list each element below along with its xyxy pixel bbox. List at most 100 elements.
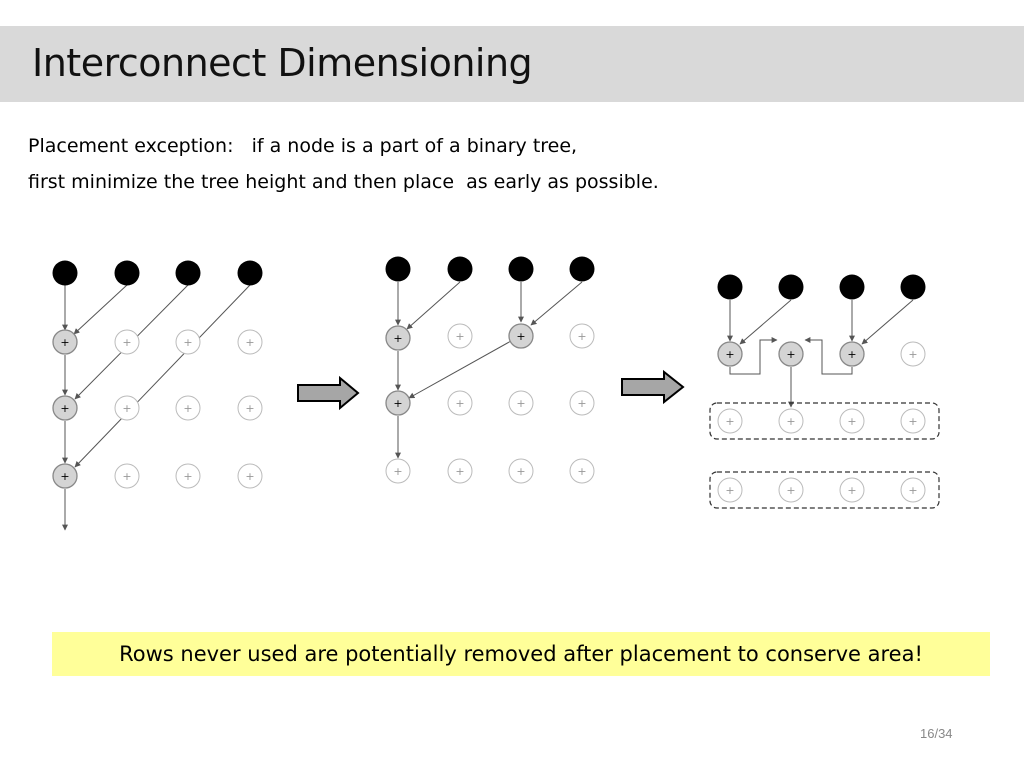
unused-adder-node xyxy=(175,463,201,489)
input-node xyxy=(114,260,140,286)
svg-text:+: + xyxy=(725,415,734,428)
svg-text:+: + xyxy=(908,348,917,361)
stage-3-inputs xyxy=(717,274,926,300)
input-node xyxy=(900,274,926,300)
unused-adder-node xyxy=(385,458,411,484)
svg-text:+: + xyxy=(122,336,131,349)
svg-text:+: + xyxy=(393,332,402,345)
svg-text:+: + xyxy=(516,397,525,410)
page-number: 16/34 xyxy=(920,726,953,741)
svg-text:+: + xyxy=(60,336,69,349)
svg-text:+: + xyxy=(183,402,192,415)
unused-adder-node xyxy=(900,477,926,503)
svg-text:+: + xyxy=(183,336,192,349)
description-line-1: Placement exception: if a node is a part… xyxy=(28,135,578,157)
unused-adder-node xyxy=(778,477,804,503)
svg-text:+: + xyxy=(455,330,464,343)
input-node xyxy=(385,256,411,282)
used-adder-node xyxy=(508,323,534,349)
unused-adder-node xyxy=(839,477,865,503)
unused-adder-node xyxy=(175,395,201,421)
unused-adder-node xyxy=(900,341,926,367)
input-node xyxy=(839,274,865,300)
stage-1-adders: + + + + + + + + + + + + xyxy=(52,329,263,489)
svg-text:+: + xyxy=(786,348,795,361)
routed-wire-left xyxy=(729,337,778,375)
svg-text:+: + xyxy=(60,402,69,415)
svg-text:+: + xyxy=(245,336,254,349)
stage-3-adders: + + + + + + + + + + + + xyxy=(709,341,940,509)
svg-text:+: + xyxy=(847,348,856,361)
svg-text:+: + xyxy=(455,397,464,410)
used-adder-node xyxy=(385,390,411,416)
unused-adder-node xyxy=(900,408,926,434)
input-node xyxy=(175,260,201,286)
svg-text:+: + xyxy=(847,484,856,497)
svg-text:+: + xyxy=(577,397,586,410)
svg-text:+: + xyxy=(577,465,586,478)
svg-text:+: + xyxy=(725,348,734,361)
svg-text:+: + xyxy=(577,330,586,343)
used-adder-node xyxy=(52,395,78,421)
unused-adder-node xyxy=(114,329,140,355)
input-node xyxy=(569,256,595,282)
slide-title: Interconnect Dimensioning xyxy=(32,41,533,85)
svg-text:+: + xyxy=(455,465,464,478)
input-node xyxy=(717,274,743,300)
svg-text:+: + xyxy=(245,470,254,483)
unused-adder-node xyxy=(569,323,595,349)
unused-adder-node xyxy=(569,458,595,484)
stage-1-edges xyxy=(62,284,251,531)
svg-text:+: + xyxy=(393,465,402,478)
input-node xyxy=(447,256,473,282)
svg-text:+: + xyxy=(122,402,131,415)
input-node xyxy=(52,260,78,286)
stage-2-adders: + + + + + + + + + + + + xyxy=(385,323,595,484)
used-adder-node xyxy=(52,329,78,355)
unused-adder-node xyxy=(237,329,263,355)
unused-adder-node xyxy=(237,463,263,489)
highlight-note: Rows never used are potentially removed … xyxy=(52,632,990,676)
svg-text:+: + xyxy=(908,415,917,428)
stage-3-edges xyxy=(727,299,914,408)
unused-adder-node xyxy=(508,458,534,484)
unused-adder-node xyxy=(839,408,865,434)
routed-wire-right xyxy=(804,337,853,375)
input-node xyxy=(778,274,804,300)
svg-text:+: + xyxy=(908,484,917,497)
removable-row-box xyxy=(709,471,940,509)
unused-adder-node xyxy=(237,395,263,421)
stage-2-edges xyxy=(395,281,583,459)
svg-text:+: + xyxy=(245,402,254,415)
transition-arrow-2 xyxy=(621,369,685,405)
svg-text:+: + xyxy=(786,484,795,497)
unused-adder-node xyxy=(447,323,473,349)
unused-adder-node xyxy=(508,390,534,416)
svg-text:+: + xyxy=(725,484,734,497)
svg-text:+: + xyxy=(60,470,69,483)
svg-text:+: + xyxy=(122,470,131,483)
unused-adder-node xyxy=(569,390,595,416)
unused-adder-node xyxy=(447,458,473,484)
used-adder-node xyxy=(717,341,743,367)
stage-3: + + + + + + + + + + + + xyxy=(709,274,940,509)
svg-text:+: + xyxy=(393,397,402,410)
stage-2: + + + + + + + + + + + + xyxy=(385,256,595,484)
stage-2-inputs xyxy=(385,256,595,282)
used-adder-node xyxy=(52,463,78,489)
svg-text:+: + xyxy=(516,330,525,343)
svg-text:+: + xyxy=(516,465,525,478)
stage-1-inputs xyxy=(52,260,263,286)
used-adder-node xyxy=(778,341,804,367)
stage-1: + + + + + + + + + + + + xyxy=(52,260,263,531)
removable-row-box xyxy=(709,402,940,440)
unused-adder-node xyxy=(114,395,140,421)
unused-adder-node xyxy=(114,463,140,489)
svg-text:+: + xyxy=(786,415,795,428)
input-node xyxy=(237,260,263,286)
svg-text:+: + xyxy=(847,415,856,428)
unused-adder-node xyxy=(778,408,804,434)
used-adder-node xyxy=(385,325,411,351)
unused-adder-node xyxy=(175,329,201,355)
transition-arrow-1 xyxy=(297,375,360,411)
